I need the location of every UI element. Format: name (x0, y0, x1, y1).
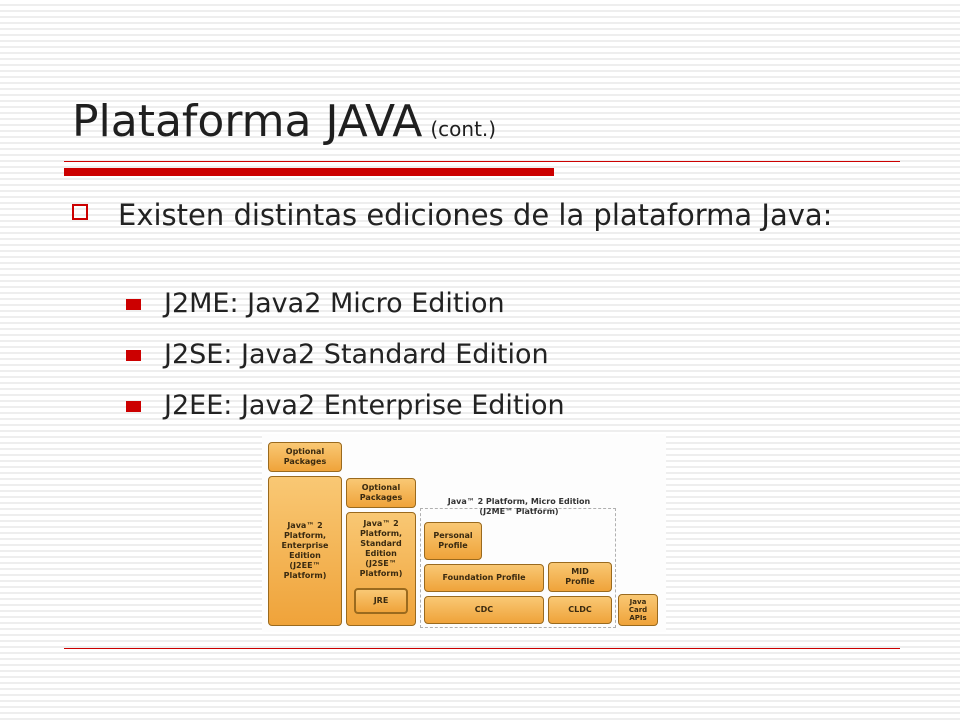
sub-bullet-list: J2ME: Java2 Micro Edition J2SE: Java2 St… (126, 286, 565, 439)
j2se-platform-text: Java™ 2 Platform, Standard Edition (J2SE… (359, 519, 403, 578)
foundation-profile-box: Foundation Profile (424, 564, 544, 592)
sub-bullet-j2se: J2SE: Java2 Standard Edition (126, 337, 565, 388)
title-suffix: (cont.) (430, 117, 497, 141)
sub-bullet-text: J2EE: Java2 Enterprise Edition (164, 390, 565, 421)
sub-bullet-j2ee: J2EE: Java2 Enterprise Edition (126, 388, 565, 439)
jre-box: JRE (354, 588, 408, 614)
filled-square-bullet-icon (126, 401, 141, 412)
j2se-optional-packages: Optional Packages (346, 478, 416, 508)
slide-title: Plataforma JAVA (cont.) (72, 96, 496, 147)
j2ee-optional-packages: Optional Packages (268, 442, 342, 472)
title-rule-thick (64, 168, 554, 176)
micro-edition-boundary (420, 508, 616, 628)
mid-profile-box: MID Profile (548, 562, 612, 592)
sub-bullet-j2me: J2ME: Java2 Micro Edition (126, 286, 565, 337)
sub-bullet-text: J2SE: Java2 Standard Edition (164, 339, 549, 370)
cdc-box: CDC (424, 596, 544, 624)
personal-profile-box: Personal Profile (424, 522, 482, 560)
sub-bullet-text: J2ME: Java2 Micro Edition (164, 288, 505, 319)
main-bullet-text: Existen distintas ediciones de la plataf… (118, 198, 833, 232)
micro-edition-label: Java™ 2 Platform, Micro Edition (J2ME™ P… (447, 497, 591, 516)
j2ee-platform-box: Java™ 2 Platform, Enterprise Edition (J2… (268, 476, 342, 626)
title-text: Plataforma JAVA (72, 96, 423, 147)
java-card-apis-box: Java Card APIs (618, 594, 658, 626)
title-rule-thin (64, 161, 900, 162)
hollow-square-bullet-icon (72, 204, 88, 220)
cldc-box: CLDC (548, 596, 612, 624)
filled-square-bullet-icon (126, 350, 141, 361)
footer-rule (64, 648, 900, 649)
filled-square-bullet-icon (126, 299, 141, 310)
main-bullet: Existen distintas ediciones de la plataf… (72, 196, 892, 234)
